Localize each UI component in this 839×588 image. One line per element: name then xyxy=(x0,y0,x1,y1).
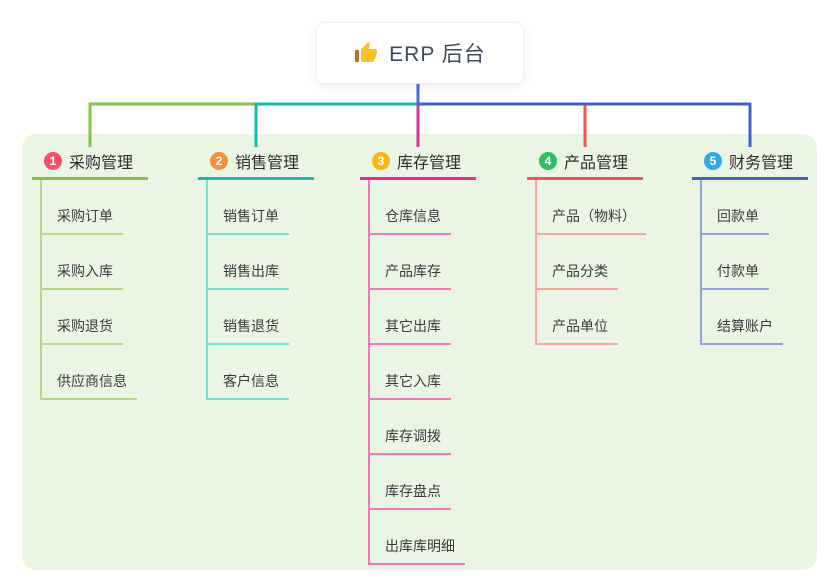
mindmap-node[interactable]: 出库库明细 xyxy=(370,510,476,565)
mindmap-node[interactable]: 销售出库 xyxy=(208,235,314,290)
branch-column-5: 5 财务管理 回款单 付款单 结算账户 xyxy=(692,145,808,345)
branch-title: 财务管理 xyxy=(729,155,794,172)
mindmap-node[interactable]: 其它入库 xyxy=(370,345,476,400)
mindmap-node-label: 结算账户 xyxy=(702,316,783,345)
mindmap-node[interactable]: 付款单 xyxy=(702,235,808,290)
branch-number-badge: 4 xyxy=(539,152,557,170)
mindmap-node-label: 供应商信息 xyxy=(42,371,137,400)
mindmap-node-label: 销售退货 xyxy=(208,316,289,345)
mindmap-node-label: 产品库存 xyxy=(370,261,451,290)
mindmap-node-label: 产品单位 xyxy=(537,316,618,345)
branch-title: 库存管理 xyxy=(397,155,462,172)
branch-column-2: 2 销售管理 销售订单 销售出库 销售退货 客户信息 xyxy=(198,145,314,400)
branch-number-badge: 1 xyxy=(44,152,62,170)
branch-header[interactable]: 4 产品管理 xyxy=(527,145,643,180)
mindmap-node[interactable]: 库存调拨 xyxy=(370,400,476,455)
branch-column-1: 1 采购管理 采购订单 采购入库 采购退货 供应商信息 xyxy=(32,145,148,400)
thumbs-up-icon xyxy=(355,42,378,62)
mindmap-node-label: 采购退货 xyxy=(42,316,123,345)
branches-panel xyxy=(22,134,817,570)
mindmap-node-label: 付款单 xyxy=(702,261,769,290)
mindmap-node[interactable]: 仓库信息 xyxy=(370,180,476,235)
mindmap-node-label: 客户信息 xyxy=(208,371,289,400)
mindmap-node[interactable]: 供应商信息 xyxy=(42,345,148,400)
mindmap-node[interactable]: 产品单位 xyxy=(537,290,643,345)
mindmap-node[interactable]: 其它出库 xyxy=(370,290,476,345)
mindmap-node-label: 销售出库 xyxy=(208,261,289,290)
mindmap-node-label: 仓库信息 xyxy=(370,206,451,235)
mindmap-node-label: 回款单 xyxy=(702,206,769,235)
mindmap-node-label: 产品（物料） xyxy=(537,206,646,235)
root-title: ERP 后台 xyxy=(389,43,486,66)
mindmap-node-label: 采购订单 xyxy=(42,206,123,235)
mindmap-node-label: 库存盘点 xyxy=(370,481,451,510)
mindmap-node[interactable]: 库存盘点 xyxy=(370,455,476,510)
mindmap-node-label: 其它入库 xyxy=(370,371,451,400)
branch-items: 采购订单 采购入库 采购退货 供应商信息 xyxy=(40,180,148,400)
branch-column-3: 3 库存管理 仓库信息 产品库存 其它出库 其它入库 库存调拨 库存盘点 出库库… xyxy=(360,145,476,565)
branch-number-badge: 2 xyxy=(210,152,228,170)
branch-header[interactable]: 1 采购管理 xyxy=(32,145,148,180)
mindmap-node[interactable]: 产品（物料） xyxy=(537,180,646,235)
mindmap-node[interactable]: 采购订单 xyxy=(42,180,148,235)
mindmap-node[interactable]: 采购入库 xyxy=(42,235,148,290)
branch-header[interactable]: 2 销售管理 xyxy=(198,145,314,180)
mindmap-node[interactable]: 采购退货 xyxy=(42,290,148,345)
branch-title: 采购管理 xyxy=(69,155,134,172)
mindmap-node-label: 产品分类 xyxy=(537,261,618,290)
mindmap-node-label: 销售订单 xyxy=(208,206,289,235)
mindmap-node[interactable]: 客户信息 xyxy=(208,345,314,400)
mindmap-node[interactable]: 结算账户 xyxy=(702,290,808,345)
mindmap-node[interactable]: 销售退货 xyxy=(208,290,314,345)
branch-title: 销售管理 xyxy=(235,155,300,172)
mindmap-node[interactable]: 销售订单 xyxy=(208,180,314,235)
root-node[interactable]: ERP 后台 xyxy=(316,22,524,84)
branch-header[interactable]: 5 财务管理 xyxy=(692,145,808,180)
branch-header[interactable]: 3 库存管理 xyxy=(360,145,476,180)
branch-items: 销售订单 销售出库 销售退货 客户信息 xyxy=(206,180,314,400)
mindmap-node[interactable]: 产品分类 xyxy=(537,235,643,290)
branch-title: 产品管理 xyxy=(564,155,629,172)
branch-column-4: 4 产品管理 产品（物料） 产品分类 产品单位 xyxy=(527,145,646,345)
branch-number-badge: 3 xyxy=(372,152,390,170)
branch-items: 回款单 付款单 结算账户 xyxy=(700,180,808,345)
mindmap-node[interactable]: 回款单 xyxy=(702,180,808,235)
mindmap-node-label: 其它出库 xyxy=(370,316,451,345)
mindmap-node-label: 出库库明细 xyxy=(370,536,465,565)
branch-number-badge: 5 xyxy=(704,152,722,170)
mindmap-node-label: 采购入库 xyxy=(42,261,123,290)
mindmap-node[interactable]: 产品库存 xyxy=(370,235,476,290)
branch-items: 产品（物料） 产品分类 产品单位 xyxy=(535,180,646,345)
branch-items: 仓库信息 产品库存 其它出库 其它入库 库存调拨 库存盘点 出库库明细 xyxy=(368,180,476,565)
mindmap-node-label: 库存调拨 xyxy=(370,426,451,455)
